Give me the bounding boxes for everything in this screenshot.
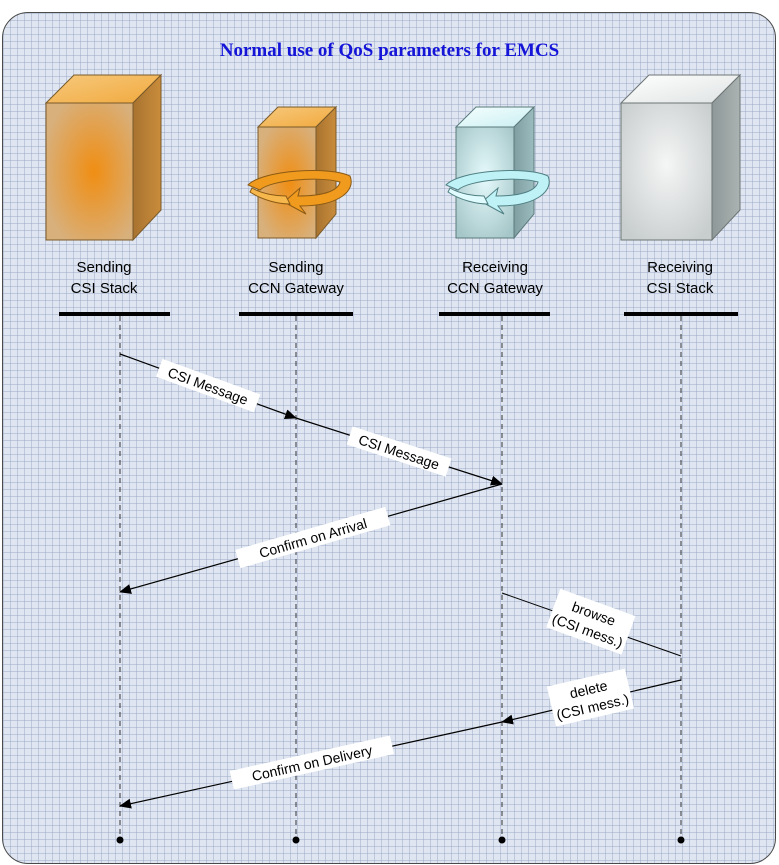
sending-ccn-gateway-icon (247, 105, 352, 240)
lifeline-end-dot (292, 836, 300, 844)
lifeline-end-dot (116, 836, 124, 844)
receiving-csi-stack-server-icon (619, 73, 742, 242)
message-label-bg (229, 735, 395, 790)
participant-3-label-line2: CCN Gateway (447, 280, 543, 297)
rotate-arrow-icon (445, 170, 550, 215)
lifeline-end-dot (677, 836, 685, 844)
lifeline-end-dot (498, 836, 506, 844)
participant-4-label-line1: Receiving (647, 259, 713, 276)
message-label-bg (235, 506, 391, 569)
participant-2-label-line2: CCN Gateway (248, 280, 344, 297)
message-label-bg (546, 588, 636, 655)
participant-1-label-line2: CSI Stack (71, 280, 138, 297)
message-label-bg (346, 426, 452, 477)
message-3-label: Confirm on Arrival (257, 515, 368, 561)
sending-csi-stack-server-icon (44, 73, 163, 242)
participant-1-label-line1: Sending (76, 259, 131, 276)
participant-4-label-line2: CSI Stack (647, 280, 714, 297)
receiving-ccn-gateway-icon (445, 105, 550, 240)
participant-3-label-line1: Receiving (462, 259, 528, 276)
message-label-bg (156, 358, 261, 413)
diagram-title: Normal use of QoS parameters for EMCS (219, 40, 560, 61)
message-1-label: CSI Message (166, 364, 251, 408)
message-label-bg (546, 668, 635, 727)
rotate-arrow-icon (247, 170, 352, 215)
participant-2-label-line1: Sending (268, 259, 323, 276)
